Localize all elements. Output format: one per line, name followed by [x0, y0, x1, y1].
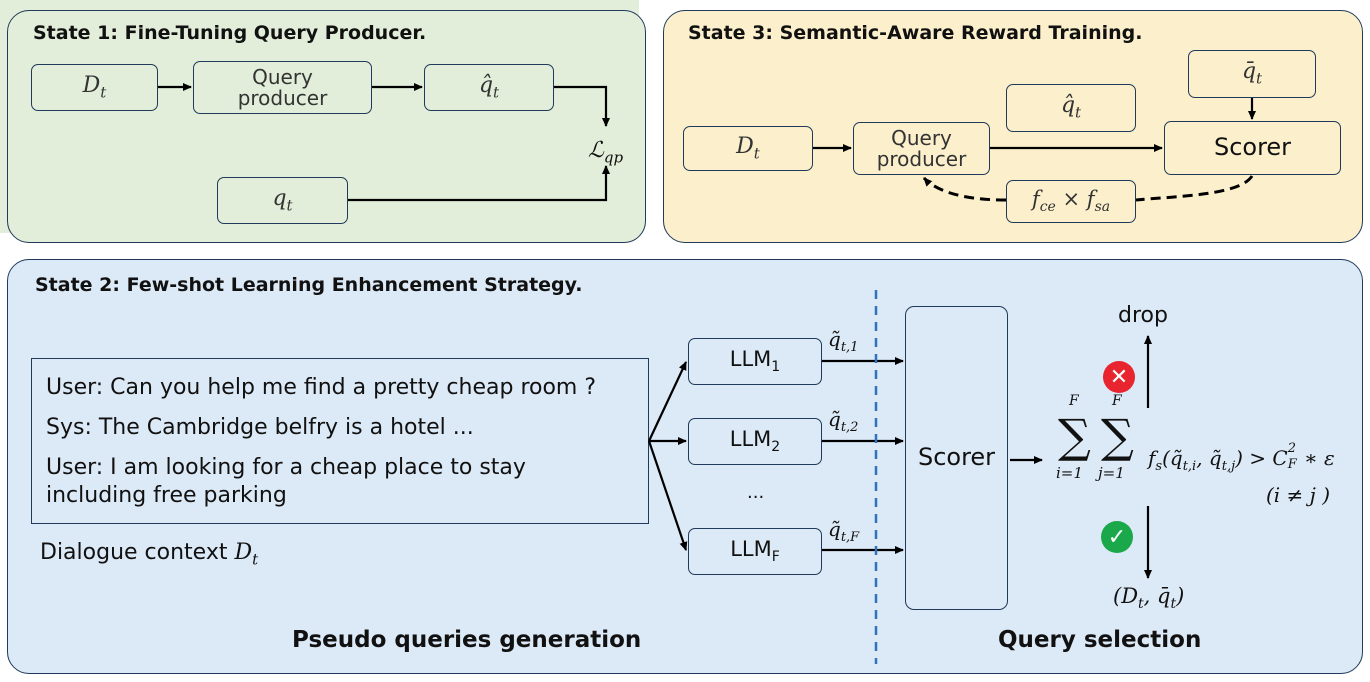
dialogue-context-box: User: Can you help me find a pretty chea… — [31, 358, 649, 524]
dialogue-line-2: Sys: The Cambridge belfry is a hotel ... — [46, 415, 474, 440]
s3-dt-box: Dt — [683, 126, 813, 171]
s3-reward-box: fce × fsa — [1006, 180, 1136, 223]
llm-1-box: LLM1 — [688, 338, 822, 385]
llm-ellipsis: ... — [747, 482, 765, 503]
state2-title: State 2: Few-shot Learning Enhancement S… — [35, 274, 583, 296]
sum-lower-j: j=1 — [1098, 464, 1125, 482]
state1-title: State 1: Fine-Tuning Query Producer. — [33, 22, 427, 44]
sum-upper-2: F — [1112, 393, 1122, 409]
sum-sign-2: ∑ — [1101, 409, 1134, 463]
close-icon: ✕ — [1103, 361, 1135, 393]
caption-query-selection: Query selection — [998, 627, 1202, 653]
s1-qhat-box: q̂t — [424, 64, 554, 111]
s3-qbar-box: q̄t — [1188, 50, 1316, 98]
kept-pair-label: (Dt, q̄t) — [1113, 584, 1185, 613]
sum-sign-1: ∑ — [1058, 409, 1091, 463]
s1-dt-box: Dt — [31, 64, 158, 111]
dialogue-caption: Dialogue context Dt — [40, 540, 259, 569]
dialogue-line-1: User: Can you help me find a pretty chea… — [46, 375, 597, 400]
sum-lower-i: i=1 — [1056, 464, 1083, 482]
s3-scorer-box: Scorer — [1164, 121, 1341, 175]
dialogue-line-3: User: I am looking for a cheap place to … — [46, 455, 526, 480]
check-icon: ✓ — [1101, 521, 1133, 553]
drop-label: drop — [1118, 303, 1168, 328]
llm-f-box: LLMF — [688, 528, 822, 575]
q-tilde-1-label: q̃t,1 — [828, 327, 859, 355]
formula-condition: (i ≠ j ) — [1266, 483, 1331, 507]
caption-pseudo-queries: Pseudo queries generation — [292, 627, 642, 653]
s1-qt-box: qt — [217, 177, 348, 224]
s1-loss-label: ℒqp — [588, 138, 624, 167]
state3-title: State 3: Semantic-Aware Reward Training. — [688, 22, 1143, 44]
s2-scorer-box: Scorer — [905, 306, 1008, 610]
sum-upper-1: F — [1069, 393, 1079, 409]
llm-2-box: LLM2 — [688, 418, 822, 465]
q-tilde-2-label: q̃t,2 — [828, 407, 859, 435]
q-tilde-f-label: q̃t,F — [828, 517, 860, 545]
s3-qhat-box: q̂t — [1006, 84, 1136, 132]
dialogue-line-4: including free parking — [46, 483, 287, 508]
